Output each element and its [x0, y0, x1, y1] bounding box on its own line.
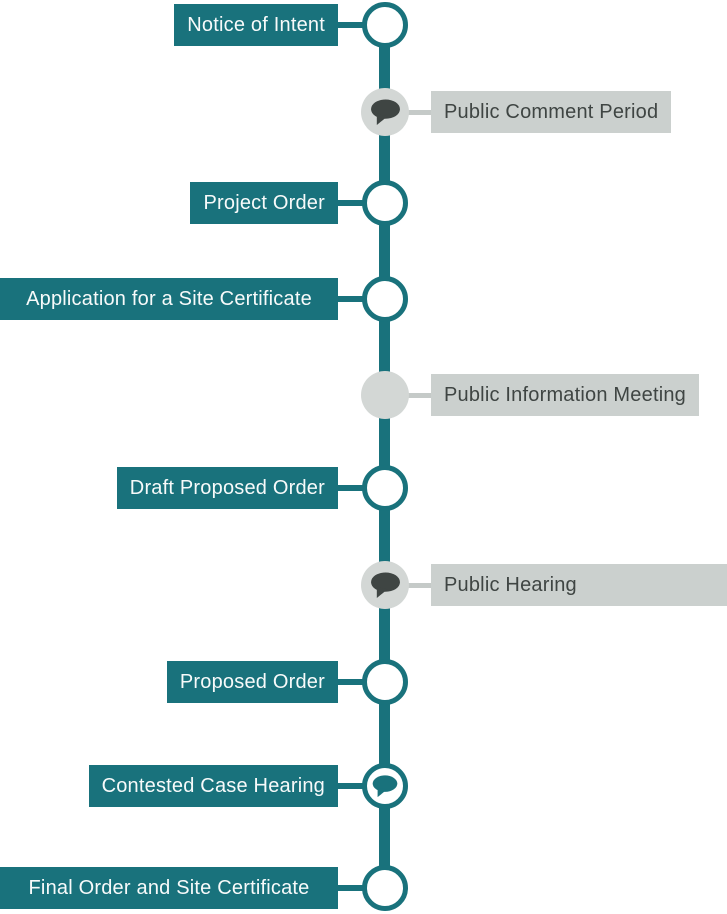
milestone-node	[362, 2, 408, 48]
speech-bubble-icon	[370, 571, 400, 598]
step-label: Application for a Site Certificate	[0, 278, 338, 320]
step-label: Public Comment Period	[431, 91, 672, 133]
public-input-node	[361, 561, 409, 609]
hearing-node	[362, 763, 408, 809]
step-label: Notice of Intent	[174, 4, 338, 46]
public-input-node	[361, 371, 409, 419]
connector-line	[334, 485, 368, 491]
public-input-node	[361, 88, 409, 136]
connector-line	[334, 296, 368, 302]
step-label: Proposed Order	[166, 661, 338, 703]
step-label: Contested Case Hearing	[88, 765, 338, 807]
connector-line	[403, 393, 433, 398]
step-label: Public Information Meeting	[431, 374, 699, 416]
connector-line	[403, 110, 433, 115]
connector-line	[334, 885, 368, 891]
milestone-node	[362, 865, 408, 911]
milestone-node	[362, 276, 408, 322]
milestone-node	[362, 180, 408, 226]
milestone-node	[362, 465, 408, 511]
connector-line	[334, 200, 368, 206]
step-label: Public Hearing	[431, 564, 727, 606]
speech-bubble-icon	[372, 774, 398, 797]
connector-line	[403, 583, 433, 588]
step-label: Project Order	[190, 182, 338, 224]
step-label: Final Order and Site Certificate	[0, 867, 338, 909]
milestone-node	[362, 659, 408, 705]
speech-bubble-icon	[370, 98, 400, 125]
step-label: Draft Proposed Order	[116, 467, 338, 509]
connector-line	[334, 679, 368, 685]
connector-line	[334, 22, 368, 28]
timeline-spine	[379, 25, 390, 889]
connector-line	[334, 783, 368, 789]
